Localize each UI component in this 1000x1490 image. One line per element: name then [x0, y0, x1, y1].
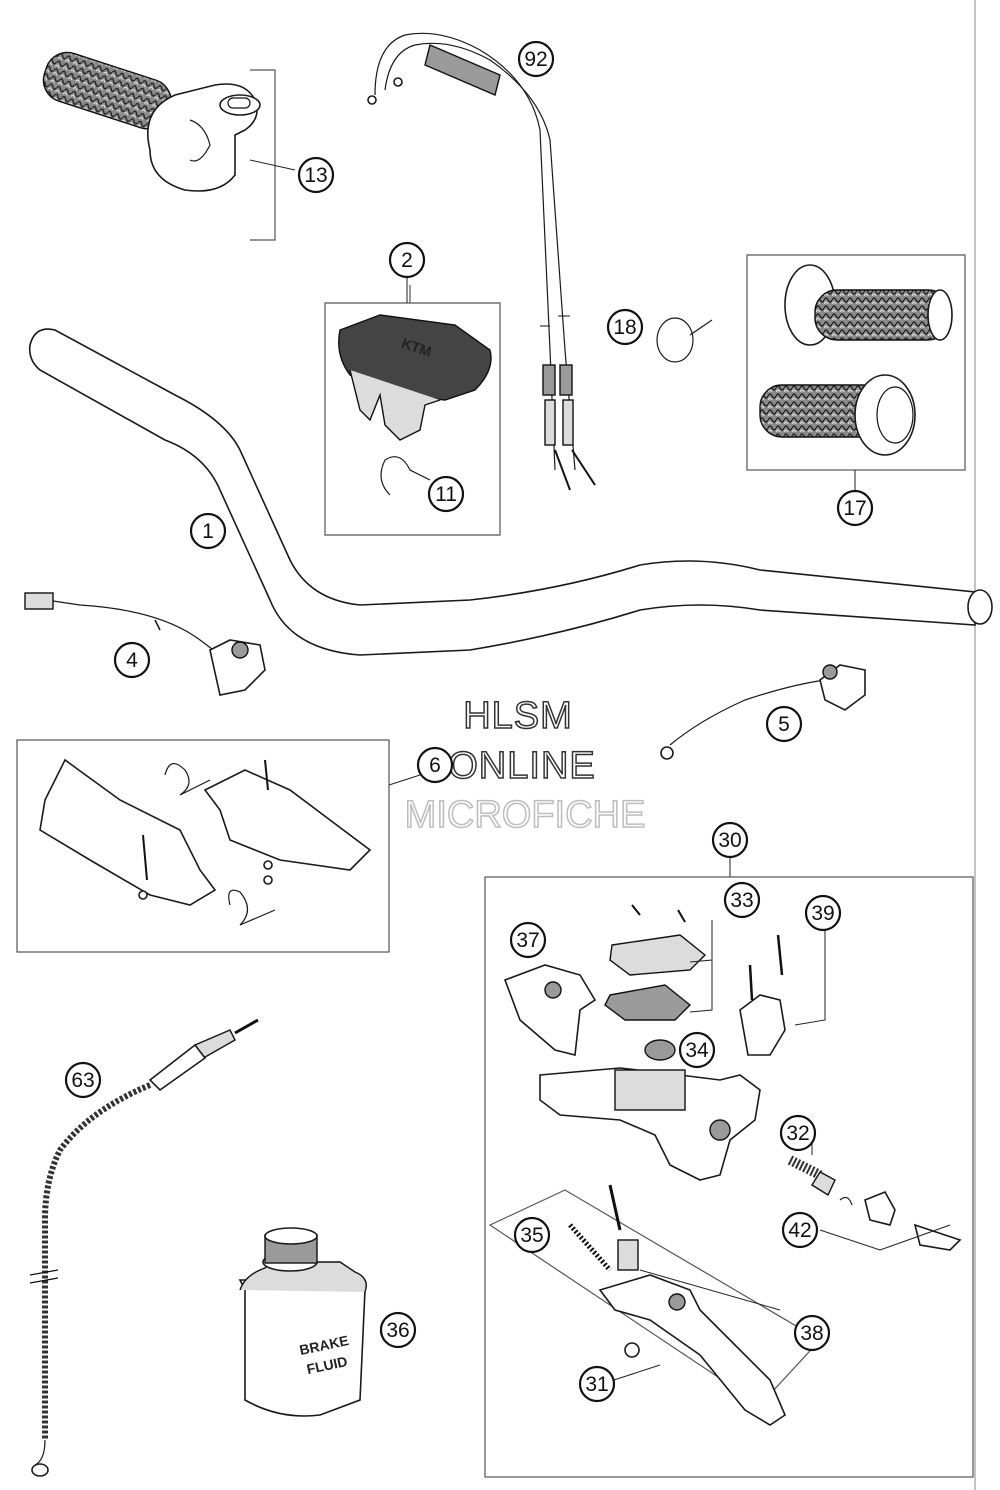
callout-35: 35 — [513, 1216, 551, 1254]
callout-circle — [804, 894, 842, 932]
callout-circle — [113, 641, 151, 679]
callout-42: 42 — [781, 1211, 819, 1249]
watermark-line1: HLSM — [463, 695, 573, 737]
callout-circle — [388, 241, 426, 279]
callout-circle — [678, 1031, 716, 1069]
callout-63: 63 — [64, 1061, 102, 1099]
callout-circle — [416, 746, 454, 784]
callout-13: 13 — [297, 156, 335, 194]
callouts-layer: 1 2 4 5 6 11 13 17 18 30 31 32 33 34 35 36 37 38 39 42 63 92 — [64, 40, 874, 1403]
callout-circle — [578, 1365, 616, 1403]
callout-number: 36 — [386, 1319, 409, 1342]
callout-number: 5 — [778, 713, 790, 736]
callout-33: 33 — [723, 881, 761, 919]
callout-1: 1 — [189, 512, 227, 550]
callout-number: 32 — [786, 1122, 809, 1145]
callout-circle — [793, 1314, 831, 1352]
callout-number: 31 — [585, 1373, 608, 1396]
grips-assembly — [746, 254, 966, 490]
callout-number: 35 — [520, 1224, 543, 1247]
leader-13 — [249, 159, 296, 171]
callout-5: 5 — [765, 705, 803, 743]
callout-circle — [606, 308, 644, 346]
callout-number: 92 — [524, 48, 547, 71]
callout-circle — [765, 705, 803, 743]
callout-30: 30 — [711, 821, 749, 859]
callout-circle — [189, 512, 227, 550]
callout-number: 39 — [811, 902, 834, 925]
brake-line — [29, 1018, 259, 1477]
callout-number: 1 — [202, 520, 214, 543]
callout-circle — [723, 881, 761, 919]
callout-11: 11 — [427, 475, 465, 513]
callout-circle — [781, 1211, 819, 1249]
callout-circle — [836, 489, 874, 527]
callout-32: 32 — [779, 1114, 817, 1152]
callout-4: 4 — [113, 641, 151, 679]
callout-6: 6 — [416, 746, 454, 784]
callout-circle — [427, 475, 465, 513]
callout-2: 2 — [388, 241, 426, 279]
callout-number: 6 — [429, 754, 441, 777]
watermark-line2: ONLINE — [448, 745, 595, 787]
callout-36: 36 — [379, 1311, 417, 1349]
callout-number: 11 — [435, 483, 457, 506]
callout-18: 18 — [606, 308, 644, 346]
callout-92: 92 — [517, 40, 555, 78]
callout-circle — [517, 40, 555, 78]
callout-circle — [779, 1114, 817, 1152]
callout-number: 37 — [516, 929, 539, 952]
callout-number: 17 — [843, 497, 866, 520]
callout-circle — [297, 156, 335, 194]
callout-number: 63 — [71, 1069, 94, 1092]
handguards-assembly — [16, 739, 421, 953]
callout-circle — [513, 1216, 551, 1254]
watermark: HLSM ONLINE MICROFICHE — [404, 694, 646, 837]
callout-number: 38 — [800, 1322, 823, 1345]
bar-pad-assembly: KTM — [324, 285, 501, 536]
kill-switch-left — [24, 592, 266, 696]
throttle-cable-assembly — [367, 32, 596, 491]
callout-39: 39 — [804, 894, 842, 932]
callout-number: 42 — [788, 1219, 811, 1242]
kill-switch-right — [660, 664, 866, 760]
callout-number: 30 — [718, 829, 741, 852]
cable-tie — [656, 317, 713, 363]
callout-number: 18 — [613, 316, 636, 339]
callout-circle — [64, 1061, 102, 1099]
callout-37: 37 — [509, 921, 547, 959]
callout-31: 31 — [578, 1365, 616, 1403]
callout-38: 38 — [793, 1314, 831, 1352]
callout-number: 34 — [685, 1039, 709, 1062]
brake-master-cylinder-assembly — [484, 855, 974, 1478]
callout-circle — [379, 1311, 417, 1349]
callout-number: 33 — [730, 889, 753, 912]
callout-circle — [711, 821, 749, 859]
callout-17: 17 — [836, 489, 874, 527]
callout-number: 2 — [401, 249, 413, 272]
brake-fluid-can: BRAKE FLUID — [238, 1227, 367, 1417]
callout-number: 13 — [304, 164, 327, 187]
callout-number: 4 — [126, 649, 138, 672]
callout-circle — [509, 921, 547, 959]
throttle-grip-assembly — [42, 51, 276, 241]
watermark-line3: MICROFICHE — [405, 794, 646, 836]
handlebar — [28, 328, 993, 656]
callout-34: 34 — [678, 1031, 716, 1069]
